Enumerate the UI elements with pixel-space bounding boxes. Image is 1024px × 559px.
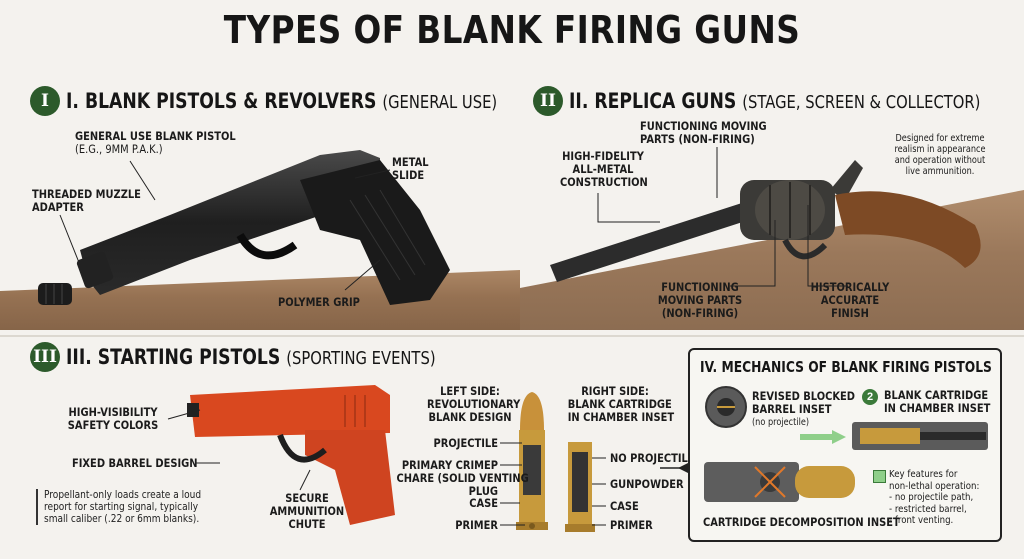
label-metal-slide: METAL SLIDE: [392, 155, 429, 182]
replica-revolver-image: [550, 160, 981, 282]
label-blank-cartridge-chamber: BLANK CARTRIDGE IN CHAMBER INSET: [884, 388, 991, 415]
key-features-swatch: [873, 470, 886, 483]
label-primer-left: PRIMER: [455, 518, 498, 532]
label-no-projectile: NO PROJECTILE: [610, 451, 695, 465]
cartridge-right-image: [565, 442, 595, 532]
section-3-badge: III: [30, 342, 60, 372]
label-polymer-grip: POLYMER GRIP: [278, 295, 360, 309]
label-moving-parts-bottom: FUNCTIONING MOVING PARTS (NON-FIRING): [657, 280, 743, 320]
starting-pistol-note: Propellant-only loads create a loud repo…: [36, 489, 227, 525]
section-3-subtitle: (SPORTING EVENTS): [286, 348, 436, 369]
label-moving-parts-top: FUNCTIONING MOVING PARTS (NON-FIRING): [640, 119, 767, 146]
label-projectile: PROJECTILE: [433, 436, 498, 450]
label-historical-finish: HISTORICALLY ACCURATE FINISH: [810, 280, 890, 320]
label-case-left: CASE: [469, 496, 498, 510]
section-2-heading: II. REPLICA GUNS (STAGE, SCREEN & COLLEC…: [569, 89, 980, 113]
section-2-title: II. REPLICA GUNS: [569, 89, 737, 113]
chamber-inset-image: [852, 422, 988, 450]
section-2-subtitle: (STAGE, SCREEN & COLLECTOR): [742, 92, 981, 113]
section-2-badge: II: [533, 86, 563, 116]
section-1-heading: I. BLANK PISTOLS & REVOLVERS (GENERAL US…: [66, 89, 497, 113]
label-right-side: RIGHT SIDE: BLANK CARTRIDGE IN CHAMBER I…: [567, 384, 675, 424]
cartridge-left-image: [516, 392, 548, 530]
section-1-badge: I: [30, 86, 60, 116]
replica-description: Designed for extreme realism in appearan…: [894, 133, 986, 177]
label-decomposition-inset: CARTRIDGE DECOMPOSITION INSET: [703, 515, 900, 529]
label-all-metal-construction: HIGH-FIDELITY ALL-METAL CONSTRUCTION: [560, 149, 648, 189]
green-arrow: [800, 430, 846, 444]
label-threaded-muzzle: THREADED MUZZLE ADAPTER: [32, 187, 141, 214]
label-safety-colors: HIGH-VISIBILITY SAFETY COLORS: [67, 405, 159, 432]
label-case-right: CASE: [610, 499, 639, 513]
label-revised-blocked-barrel: REVISED BLOCKED BARREL INSET (no project…: [752, 389, 856, 429]
section-1-subtitle: (GENERAL USE): [382, 92, 498, 113]
page-title: TYPES OF BLANK FIRING GUNS: [223, 8, 801, 52]
label-primer-right: PRIMER: [610, 518, 653, 532]
section-4-heading: IV. MECHANICS OF BLANK FIRING PISTOLS: [700, 358, 992, 376]
section-3-heading: III. STARTING PISTOLS (SPORTING EVENTS): [66, 345, 436, 369]
label-left-side: LEFT SIDE: REVOLUTIONARY BLANK DESIGN: [427, 384, 521, 424]
section-divider: [0, 335, 1024, 337]
blocked-barrel-inset-image: [705, 386, 747, 428]
decomposition-inset-image: [704, 462, 855, 502]
label-primary-crimp: PRIMARY CRIMEP CHARE (SOLID VENTING PLUG: [396, 458, 529, 498]
muzzle-adapter-image: [38, 283, 72, 305]
key-features-text: Key features for non-lethal operation: -…: [889, 469, 980, 526]
step-2-badge: 2: [862, 389, 878, 405]
blank-pistol-image: [76, 150, 450, 305]
starting-pistol-image: [187, 385, 395, 525]
label-gunpowder: GUNPOWDER: [610, 477, 684, 491]
section-3-title: III. STARTING PISTOLS: [66, 345, 281, 369]
label-ammunition-chute: SECURE AMMUNITION CHUTE: [269, 491, 345, 531]
label-general-use-pistol: GENERAL USE BLANK PISTOL (E.G., 9MM P.A.…: [75, 129, 236, 156]
section-1-title: I. BLANK PISTOLS & REVOLVERS: [66, 89, 377, 113]
label-fixed-barrel: FIXED BARREL DESIGN: [72, 456, 198, 470]
